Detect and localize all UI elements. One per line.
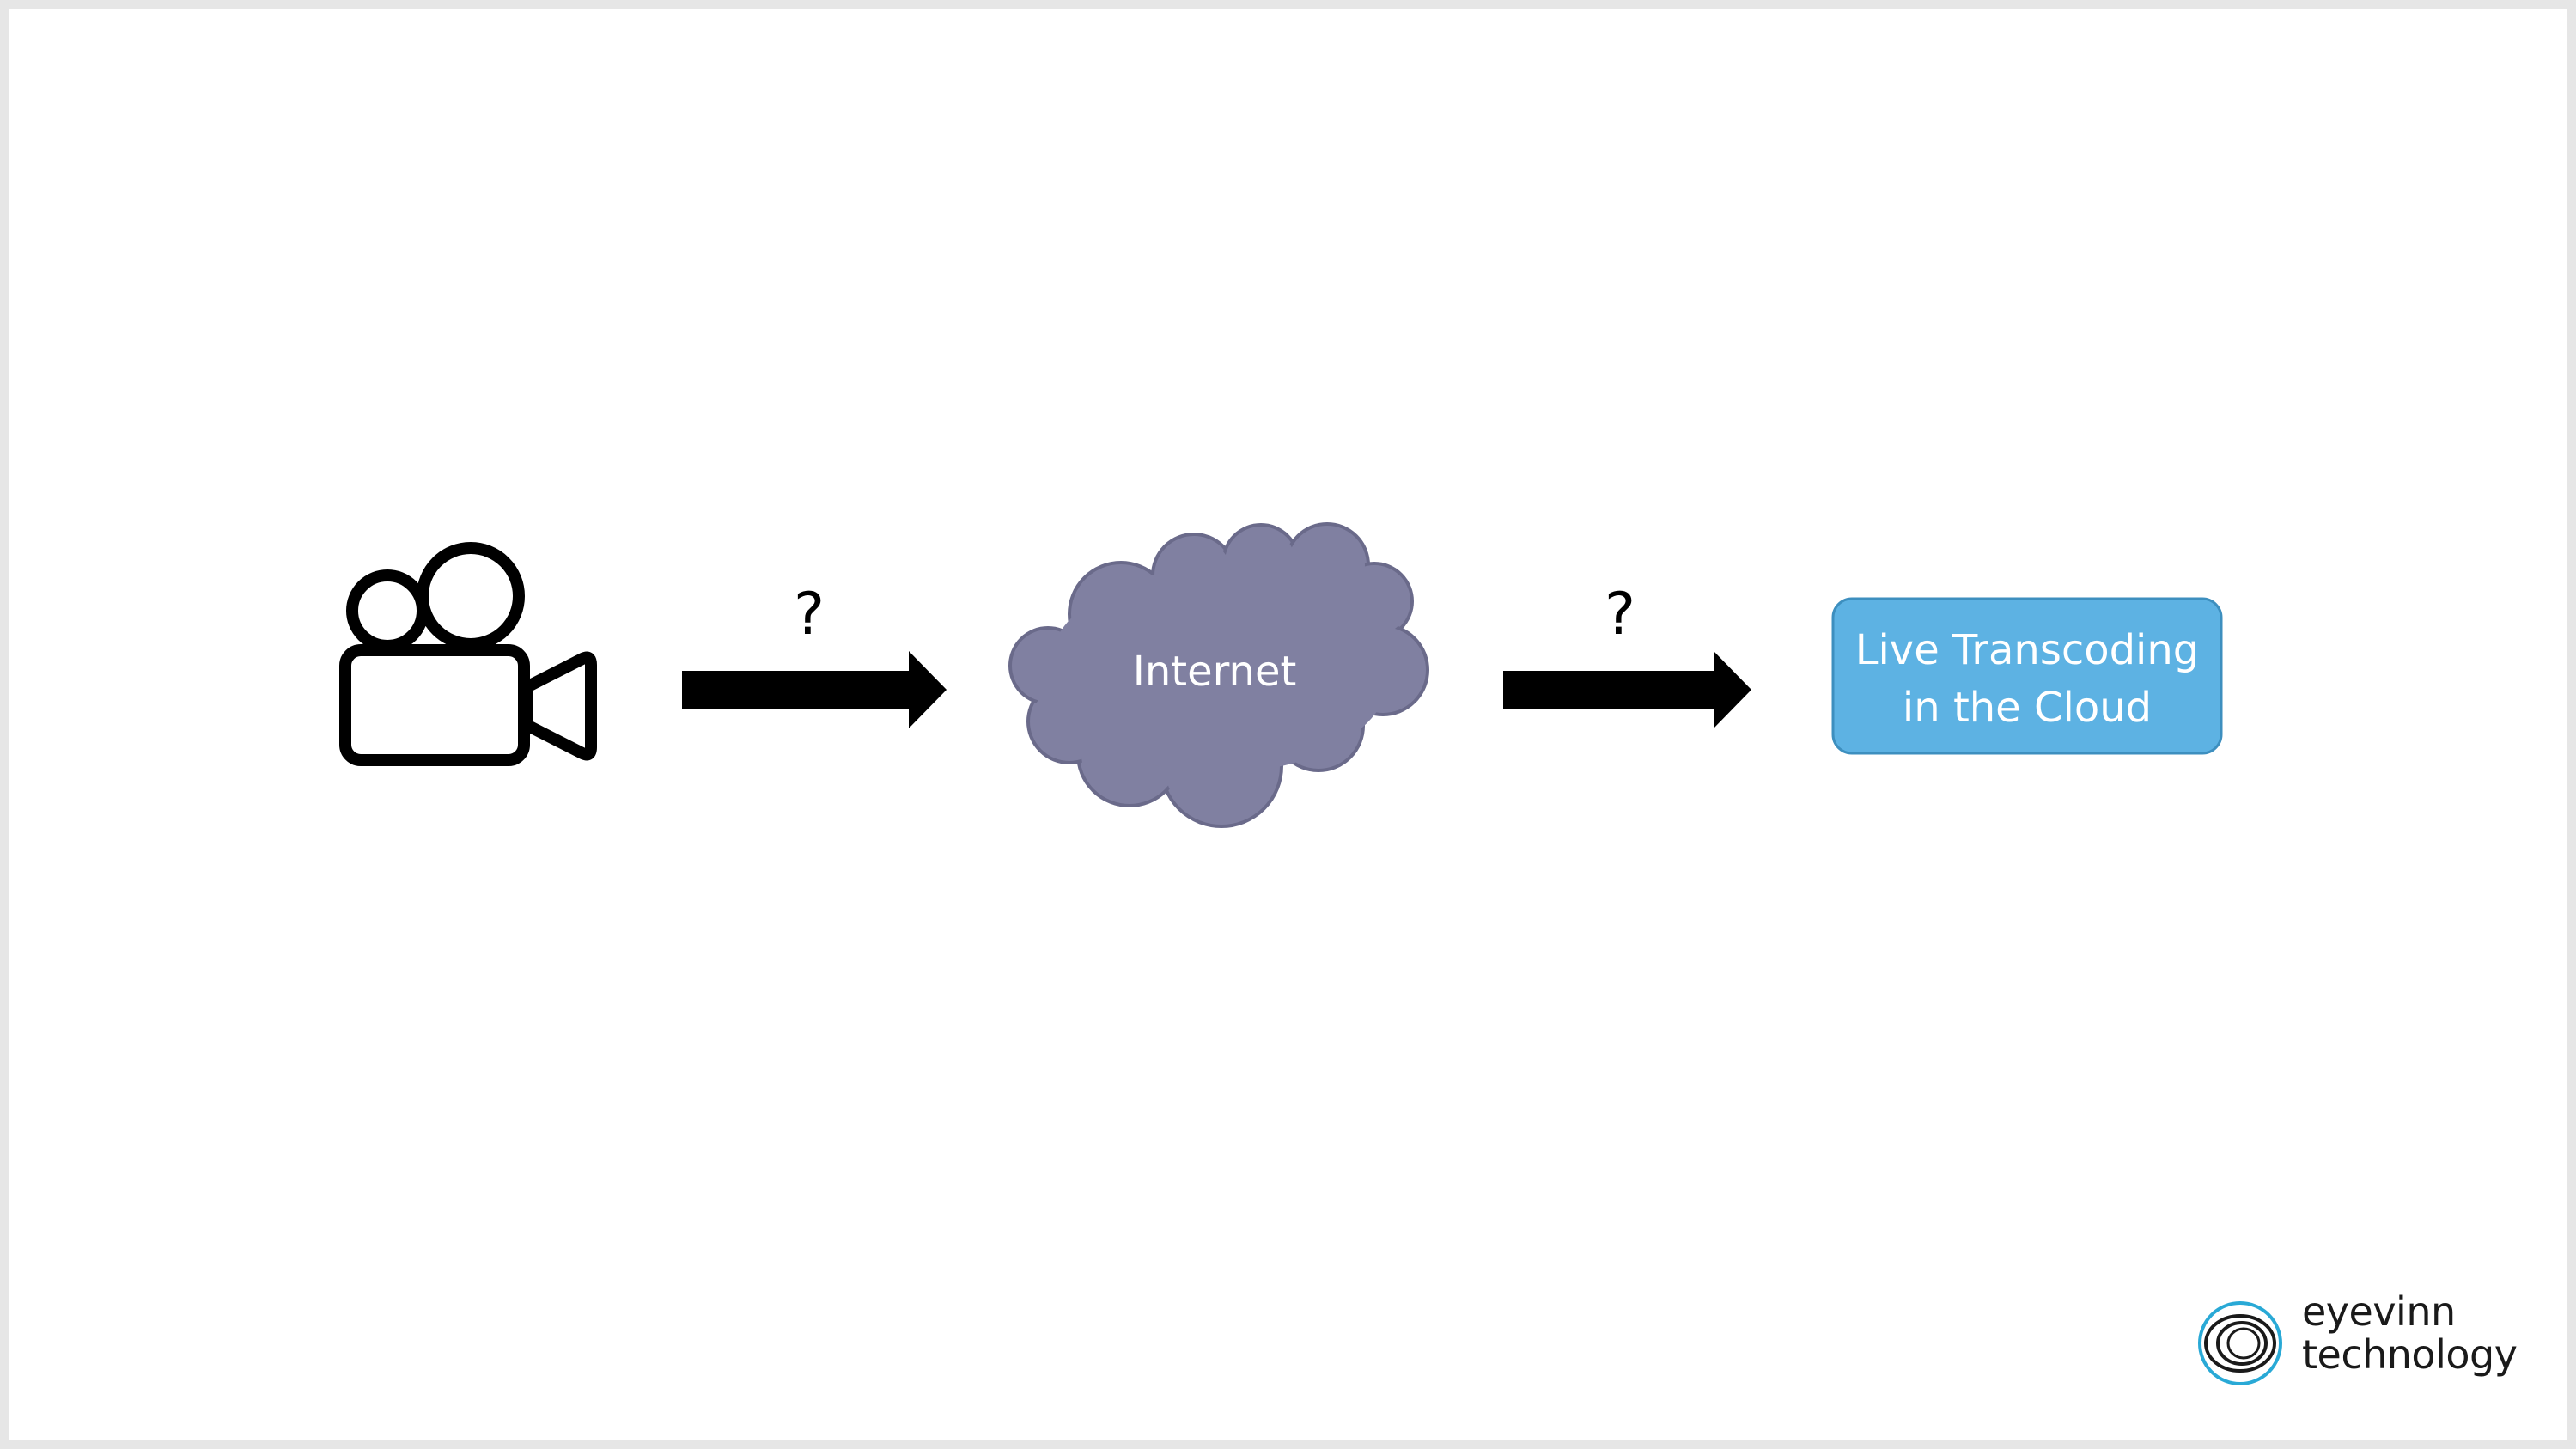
workflow-diagram: ? xyxy=(339,522,2282,1385)
eyevinn-logo-icon xyxy=(2198,1301,2282,1385)
internet-cloud: Internet xyxy=(1008,522,1429,828)
transcoder-label-line2: in the Cloud xyxy=(1903,684,2152,732)
eyevinn-logo-text: eyevinn technology xyxy=(2302,1288,2518,1378)
slide: ? xyxy=(9,9,2567,1440)
transcoder-label-line1: Live Transcoding xyxy=(1855,626,2200,674)
logo-line-2: technology xyxy=(2302,1331,2518,1378)
arrow-internet-to-transcoder: ? xyxy=(1503,581,1751,728)
arrow-camera-to-internet: ? xyxy=(682,581,947,728)
internet-label: Internet xyxy=(1133,648,1297,696)
video-camera-icon xyxy=(339,542,597,766)
transcoder-box: Live Transcoding in the Cloud xyxy=(1831,597,2223,755)
arrow-1-label: ? xyxy=(794,581,825,648)
arrow-2-label: ? xyxy=(1605,581,1635,648)
logo-line-1: eyevinn xyxy=(2302,1288,2456,1335)
